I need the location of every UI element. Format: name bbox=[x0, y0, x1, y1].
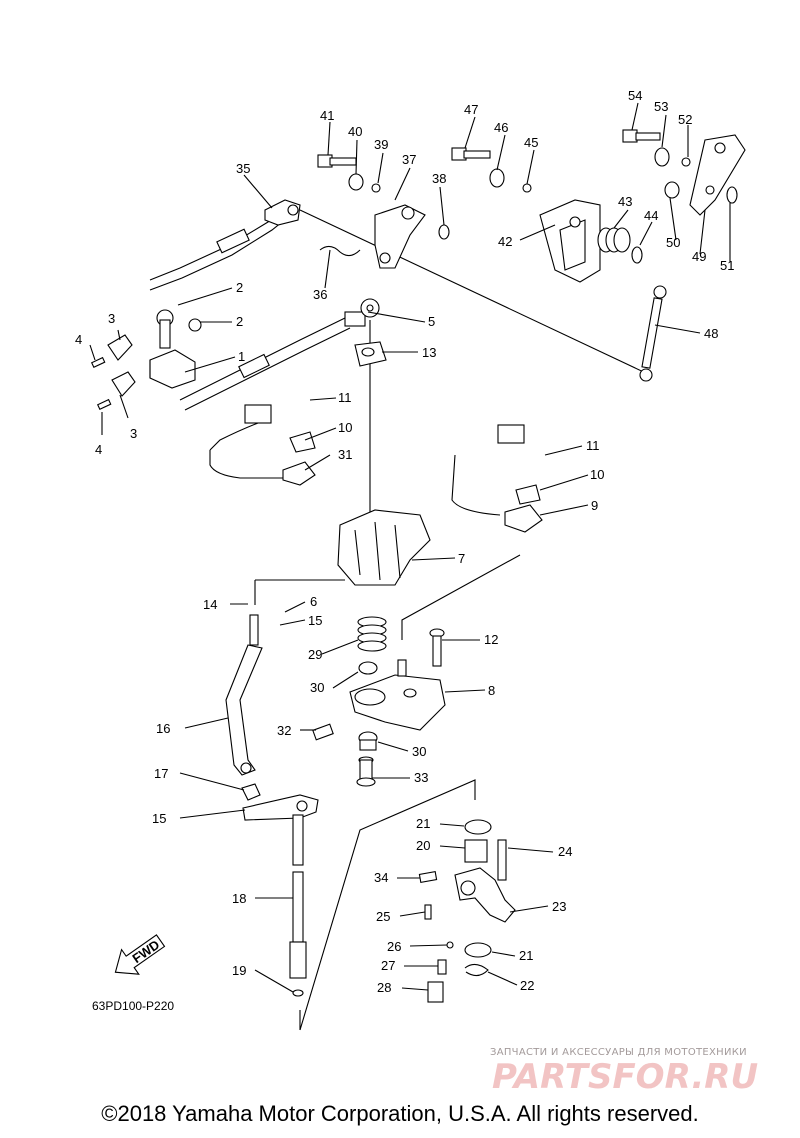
spring-part-43 bbox=[597, 227, 643, 264]
shift-cam-part-23 bbox=[418, 819, 516, 1003]
callout-label: 25 bbox=[376, 909, 390, 924]
callout-label: 8 bbox=[488, 683, 495, 698]
shift-rod-part-16 bbox=[225, 614, 263, 776]
callout-label: 10 bbox=[590, 467, 604, 482]
callout-label: 11 bbox=[338, 390, 352, 405]
callout-label: 44 bbox=[644, 208, 658, 223]
spring-part-29 bbox=[357, 616, 387, 652]
bushing-part-30 bbox=[358, 661, 378, 751]
callout-label: 43 bbox=[618, 194, 632, 209]
clip-part-36 bbox=[319, 245, 361, 257]
bracket-part-1 bbox=[149, 309, 202, 389]
callout-label: 51 bbox=[720, 258, 734, 273]
callout-labels: 1 2 2 3 3 4 4 5 6 7 8 9 10 10 11 11 12 1… bbox=[75, 88, 734, 995]
bolt-set-parts-45-47 bbox=[451, 147, 532, 193]
callout-label: 29 bbox=[308, 647, 322, 662]
callout-label: 40 bbox=[348, 124, 362, 139]
watermark-logo: PARTSFOR.RU bbox=[492, 1057, 758, 1097]
callout-label: 24 bbox=[558, 844, 572, 859]
callout-label: 3 bbox=[130, 426, 137, 441]
nut-part-17 bbox=[241, 783, 261, 801]
callout-label: 6 bbox=[310, 594, 317, 609]
grease-nipple-part-32 bbox=[312, 723, 334, 741]
callout-label: 33 bbox=[414, 770, 428, 785]
callout-label: 35 bbox=[236, 161, 250, 176]
joint-part-35 bbox=[264, 199, 301, 226]
callout-label: 34 bbox=[374, 870, 388, 885]
link-rod-part-48 bbox=[639, 285, 667, 382]
clip-part-3 bbox=[90, 334, 136, 410]
callout-label: 50 bbox=[666, 235, 680, 250]
callout-label: 48 bbox=[704, 326, 718, 341]
callout-label: 1 bbox=[238, 349, 245, 364]
bracket-part-42 bbox=[539, 199, 601, 283]
callout-label: 21 bbox=[416, 816, 430, 831]
bolt-part-33 bbox=[356, 756, 376, 787]
switch-part-31 bbox=[209, 404, 316, 486]
callout-label: 39 bbox=[374, 137, 388, 152]
callout-label: 30 bbox=[310, 680, 324, 695]
callout-label: 41 bbox=[320, 108, 334, 123]
copyright-notice: ©2018 Yamaha Motor Corporation, U.S.A. A… bbox=[101, 1101, 699, 1126]
throttle-arm-part-37 bbox=[374, 204, 426, 269]
callout-label: 46 bbox=[494, 120, 508, 135]
callout-label: 45 bbox=[524, 135, 538, 150]
callout-label: 23 bbox=[552, 899, 566, 914]
shift-cable bbox=[179, 317, 351, 411]
callout-label: 27 bbox=[381, 958, 395, 973]
callout-label: 26 bbox=[387, 939, 401, 954]
callout-label: 5 bbox=[428, 314, 435, 329]
shift-lever-part-15 bbox=[242, 794, 319, 821]
callout-label: 14 bbox=[203, 597, 217, 612]
callout-label: 13 bbox=[422, 345, 436, 360]
callout-label: 38 bbox=[432, 171, 446, 186]
collar-part-13 bbox=[354, 341, 387, 367]
callout-label: 10 bbox=[338, 420, 352, 435]
bracket-part-8 bbox=[349, 659, 446, 731]
callout-label: 4 bbox=[95, 442, 102, 457]
diagram-code: 63PD100-P220 bbox=[92, 999, 174, 1013]
shift-lever-part-7 bbox=[337, 509, 431, 586]
callout-label: 32 bbox=[277, 723, 291, 738]
watermark-tagline: ЗАПЧАСТИ И АКСЕССУАРЫ ДЛЯ МОТОТЕХНИКИ bbox=[490, 1047, 747, 1058]
callout-label: 52 bbox=[678, 112, 692, 127]
callout-label: 19 bbox=[232, 963, 246, 978]
callout-label: 18 bbox=[232, 891, 246, 906]
callout-label: 22 bbox=[520, 978, 534, 993]
callout-label: 54 bbox=[628, 88, 642, 103]
callout-label: 42 bbox=[498, 234, 512, 249]
callout-label: 3 bbox=[108, 311, 115, 326]
callout-label: 7 bbox=[458, 551, 465, 566]
callout-label: 17 bbox=[154, 766, 168, 781]
callout-label: 47 bbox=[464, 102, 478, 117]
callout-label: 15 bbox=[308, 613, 322, 628]
callout-label: 28 bbox=[377, 980, 391, 995]
callout-label: 36 bbox=[313, 287, 327, 302]
shift-shaft-part-18 bbox=[289, 814, 307, 997]
callout-label: 9 bbox=[591, 498, 598, 513]
callout-leaders bbox=[89, 102, 731, 993]
callout-label: 11 bbox=[586, 438, 600, 453]
hardware-parts-50-54 bbox=[622, 129, 691, 199]
arm-part-49 bbox=[689, 134, 746, 216]
callout-label: 15 bbox=[152, 811, 166, 826]
callout-label: 49 bbox=[692, 249, 706, 264]
callout-label: 30 bbox=[412, 744, 426, 759]
callout-label: 2 bbox=[236, 280, 243, 295]
callout-label: 16 bbox=[156, 721, 170, 736]
callout-label: 21 bbox=[519, 948, 533, 963]
callout-label: 4 bbox=[75, 332, 82, 347]
bolt-part-12 bbox=[429, 628, 445, 667]
switch-part-9 bbox=[497, 424, 543, 533]
callout-label: 20 bbox=[416, 838, 430, 853]
cable-joint-part-5 bbox=[344, 298, 380, 327]
callout-label: 37 bbox=[402, 152, 416, 167]
callout-label: 31 bbox=[338, 447, 352, 462]
fwd-arrow-icon: FWD bbox=[114, 934, 166, 975]
callout-label: 12 bbox=[484, 632, 498, 647]
callout-label: 2 bbox=[236, 314, 243, 329]
callout-label: 53 bbox=[654, 99, 668, 114]
